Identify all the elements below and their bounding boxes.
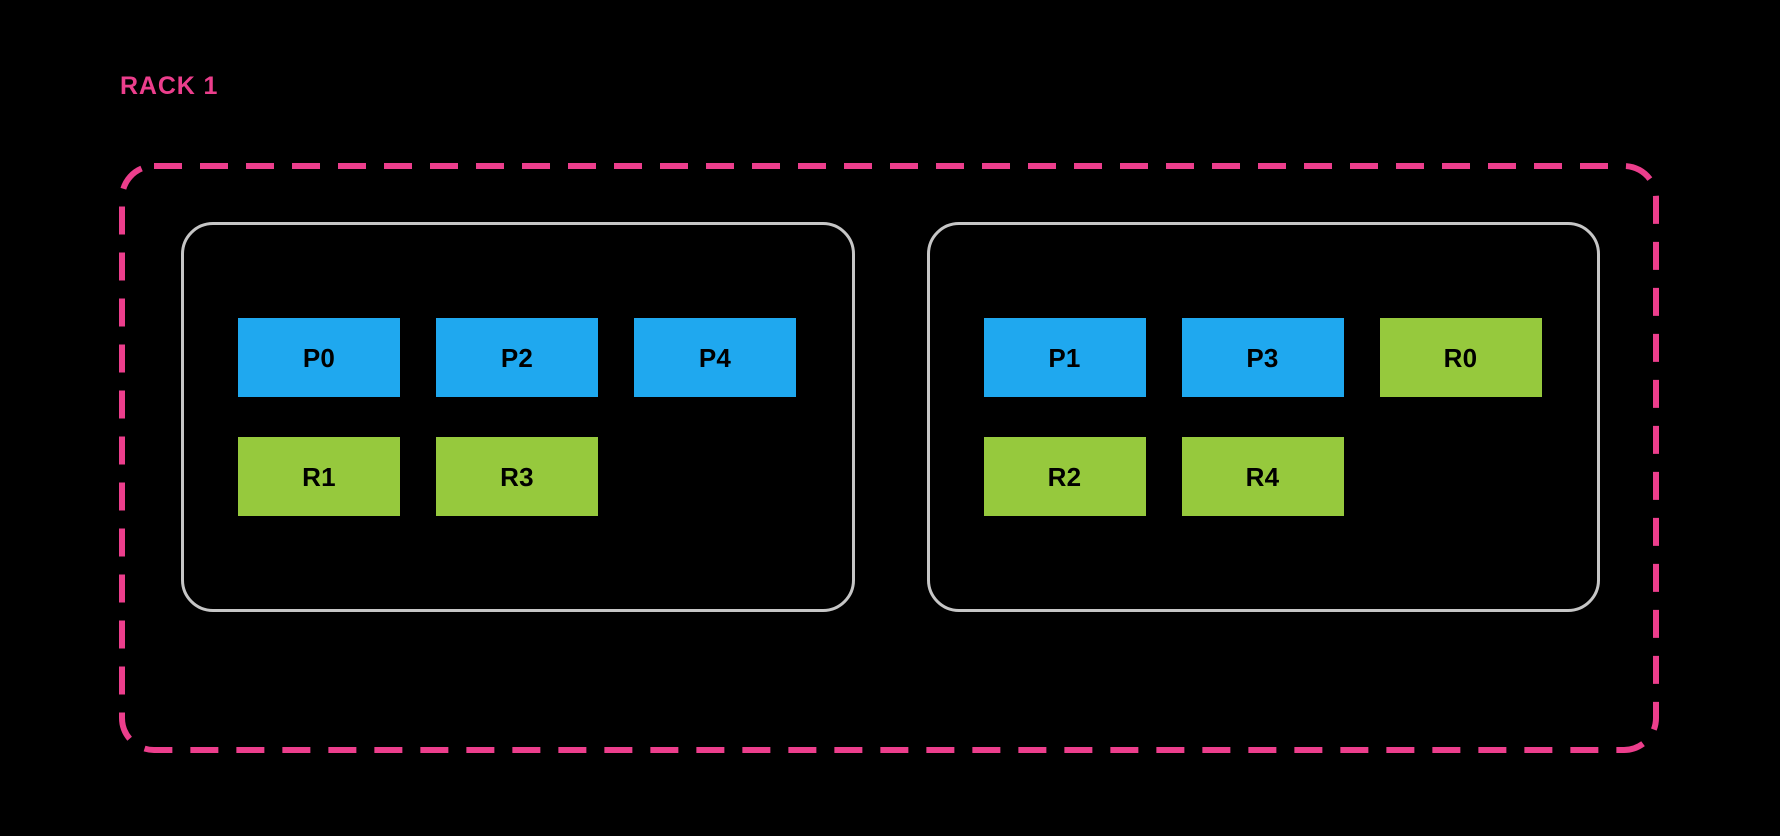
- shard-row-left-1: R1 R3: [238, 437, 852, 516]
- shard-grid-right: P1 P3 R0 R2 R4: [983, 318, 1598, 516]
- shard-row-right-1: R2 R4: [983, 437, 1598, 516]
- node-panel-left: P0 P2 P4 R1 R3: [181, 222, 855, 612]
- node-panel-right: P1 P3 R0 R2 R4: [926, 222, 1600, 612]
- shard-r2[interactable]: R2: [983, 437, 1146, 516]
- shard-p2[interactable]: P2: [436, 318, 598, 397]
- shard-row-right-0: P1 P3 R0: [983, 318, 1598, 397]
- shard-r4[interactable]: R4: [1181, 437, 1344, 516]
- shard-p4[interactable]: P4: [634, 318, 796, 397]
- shard-p0[interactable]: P0: [238, 318, 400, 397]
- shard-grid-left: P0 P2 P4 R1 R3: [238, 318, 852, 516]
- rack-dashed-border-icon: [119, 163, 1659, 753]
- rack-label: RACK 1: [120, 72, 219, 100]
- node-panels-container: P0 P2 P4 R1 R3 P1 P3 R0 R: [181, 222, 1600, 612]
- shard-row-left-0: P0 P2 P4: [238, 318, 852, 397]
- shard-p1[interactable]: P1: [983, 318, 1146, 397]
- shard-r1[interactable]: R1: [238, 437, 400, 516]
- shard-r3[interactable]: R3: [436, 437, 598, 516]
- rack-boundary: [119, 163, 1659, 753]
- shard-r0[interactable]: R0: [1379, 318, 1542, 397]
- shard-p3[interactable]: P3: [1181, 318, 1344, 397]
